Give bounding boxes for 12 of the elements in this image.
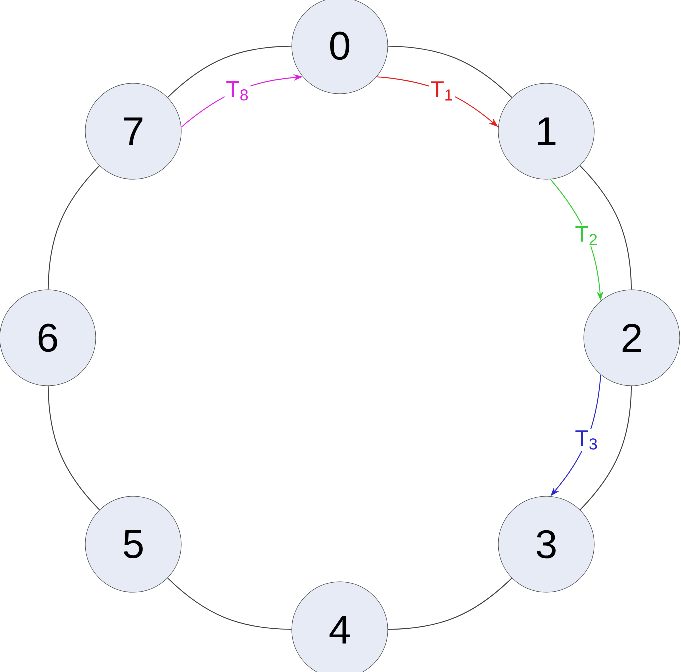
- ring-arc: [388, 46, 513, 98]
- ring-arc: [580, 165, 632, 290]
- ring-arc: [167, 46, 292, 98]
- ring-arc: [48, 386, 100, 511]
- edge-label: T$_{1}$: [431, 82, 452, 101]
- ring-arc: [48, 165, 100, 290]
- edge-label: T$_{2}$: [576, 226, 598, 246]
- edge-label: T$_{8}$: [226, 82, 248, 101]
- edge-label: T$_{3}$: [576, 430, 598, 450]
- ring-arc: [580, 386, 632, 511]
- ring-arc: [388, 578, 513, 630]
- ring-arc: [167, 578, 292, 630]
